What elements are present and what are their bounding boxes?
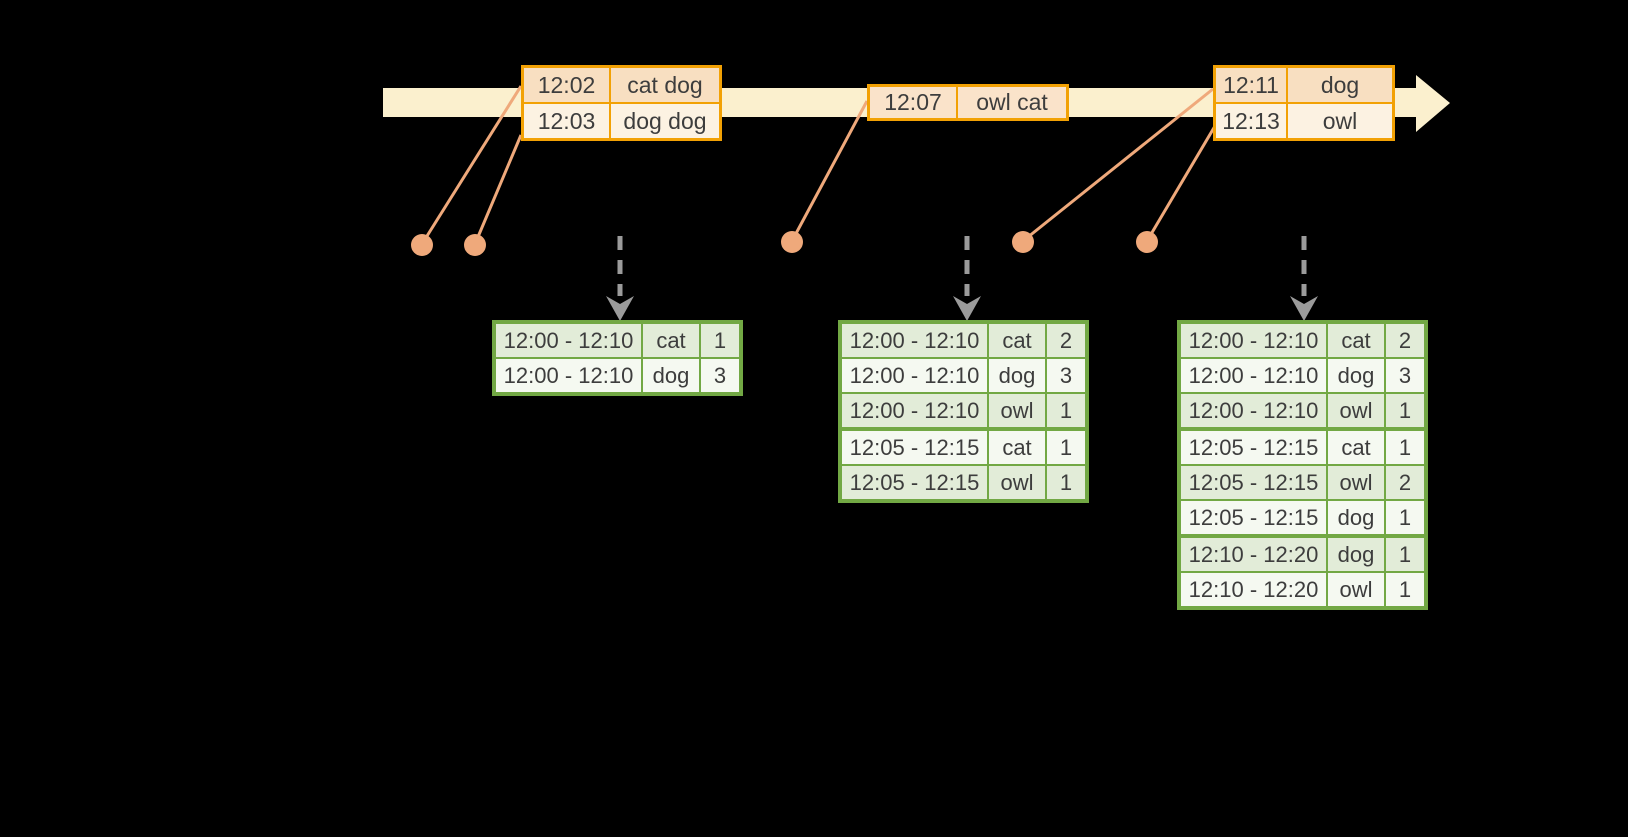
arrow-down-icon bbox=[1290, 296, 1318, 321]
window-cell: 12:05 - 12:15 bbox=[1188, 434, 1319, 460]
event-row: 12:03 dog dog bbox=[524, 102, 719, 138]
word-cell: owl bbox=[1326, 466, 1384, 499]
word-cell: owl bbox=[1326, 573, 1384, 606]
word-cell: cat bbox=[987, 431, 1045, 464]
event-time-cell: 12:11 bbox=[1223, 71, 1279, 98]
count-cell: 3 bbox=[1045, 359, 1085, 392]
count-cell: 1 bbox=[1384, 501, 1424, 534]
count-cell: 2 bbox=[1384, 466, 1424, 499]
trigger-arrow bbox=[1290, 236, 1318, 321]
event-table-2: 12:07 owl cat bbox=[867, 84, 1069, 121]
count-cell: 1 bbox=[1384, 431, 1424, 464]
event-words-cell: dog bbox=[1286, 68, 1392, 102]
count-cell: 1 bbox=[1384, 573, 1424, 606]
event-time-cell: 12:13 bbox=[1222, 107, 1280, 134]
window-cell: 12:00 - 12:10 bbox=[849, 397, 980, 423]
window-cell: 12:05 - 12:15 bbox=[849, 469, 980, 495]
event-marker-dot bbox=[1012, 231, 1034, 253]
window-cell: 12:10 - 12:20 bbox=[1188, 541, 1319, 567]
word-cell: dog bbox=[641, 359, 699, 392]
count-cell: 2 bbox=[1384, 324, 1424, 357]
trigger-arrow bbox=[606, 236, 634, 321]
word-cell: cat bbox=[641, 324, 699, 357]
timeline-arrowhead-icon bbox=[1416, 75, 1450, 132]
window-cell: 12:05 - 12:15 bbox=[1188, 504, 1319, 530]
event-words-cell: owl bbox=[1286, 104, 1392, 138]
event-connector-line bbox=[1145, 125, 1217, 242]
count-cell: 1 bbox=[1045, 394, 1085, 427]
word-cell: owl bbox=[1326, 394, 1384, 427]
event-time-cell: 12:03 bbox=[537, 107, 596, 134]
event-row: 12:11 dog bbox=[1216, 68, 1392, 102]
event-words-cell: dog dog bbox=[609, 104, 719, 138]
event-words-cell: cat dog bbox=[609, 68, 719, 102]
event-time-cell: 12:02 bbox=[537, 71, 596, 98]
event-table-1: 12:02 cat dog 12:03 dog dog bbox=[521, 65, 722, 141]
word-cell: cat bbox=[1326, 324, 1384, 357]
window-cell: 12:00 - 12:10 bbox=[849, 362, 980, 388]
word-cell: dog bbox=[1326, 538, 1384, 571]
count-cell: 1 bbox=[1045, 466, 1085, 499]
event-time-cell: 12:07 bbox=[884, 89, 942, 115]
window-cell: 12:00 - 12:10 bbox=[1188, 397, 1319, 423]
count-cell: 1 bbox=[1384, 538, 1424, 571]
event-connector-line bbox=[473, 134, 523, 245]
window-cell: 12:00 - 12:10 bbox=[1188, 362, 1319, 388]
window-cell: 12:10 - 12:20 bbox=[1188, 576, 1319, 602]
count-cell: 1 bbox=[699, 324, 739, 357]
window-cell: 12:00 - 12:10 bbox=[1188, 327, 1319, 353]
event-marker-dot bbox=[464, 234, 486, 256]
window-cell: 12:05 - 12:15 bbox=[849, 434, 980, 460]
event-words-cell: owl cat bbox=[956, 87, 1066, 118]
window-cell: 12:05 - 12:15 bbox=[1188, 469, 1319, 495]
count-cell: 2 bbox=[1045, 324, 1085, 357]
trigger-arrow bbox=[953, 236, 981, 321]
word-cell: cat bbox=[1326, 431, 1384, 464]
window-cell: 12:00 - 12:10 bbox=[503, 362, 634, 388]
window-cell: 12:00 - 12:10 bbox=[503, 327, 634, 353]
event-connector-line bbox=[420, 85, 523, 245]
word-cell: owl bbox=[987, 466, 1045, 499]
arrow-down-icon bbox=[606, 296, 634, 321]
word-cell: dog bbox=[987, 359, 1045, 392]
count-cell: 3 bbox=[1384, 359, 1424, 392]
window-cell: 12:00 - 12:10 bbox=[849, 327, 980, 353]
word-cell: cat bbox=[987, 324, 1045, 357]
event-marker-dot bbox=[411, 234, 433, 256]
event-marker-dot bbox=[781, 231, 803, 253]
count-cell: 1 bbox=[1384, 394, 1424, 427]
word-cell: dog bbox=[1326, 501, 1384, 534]
arrow-down-icon bbox=[953, 296, 981, 321]
word-cell: owl bbox=[987, 394, 1045, 427]
event-connector-line bbox=[790, 100, 869, 242]
count-cell: 3 bbox=[699, 359, 739, 392]
word-cell: dog bbox=[1326, 359, 1384, 392]
event-row: 12:07 owl cat bbox=[870, 87, 1066, 118]
event-row: 12:02 cat dog bbox=[524, 68, 719, 102]
count-cell: 1 bbox=[1045, 431, 1085, 464]
event-marker-dot bbox=[1136, 231, 1158, 253]
